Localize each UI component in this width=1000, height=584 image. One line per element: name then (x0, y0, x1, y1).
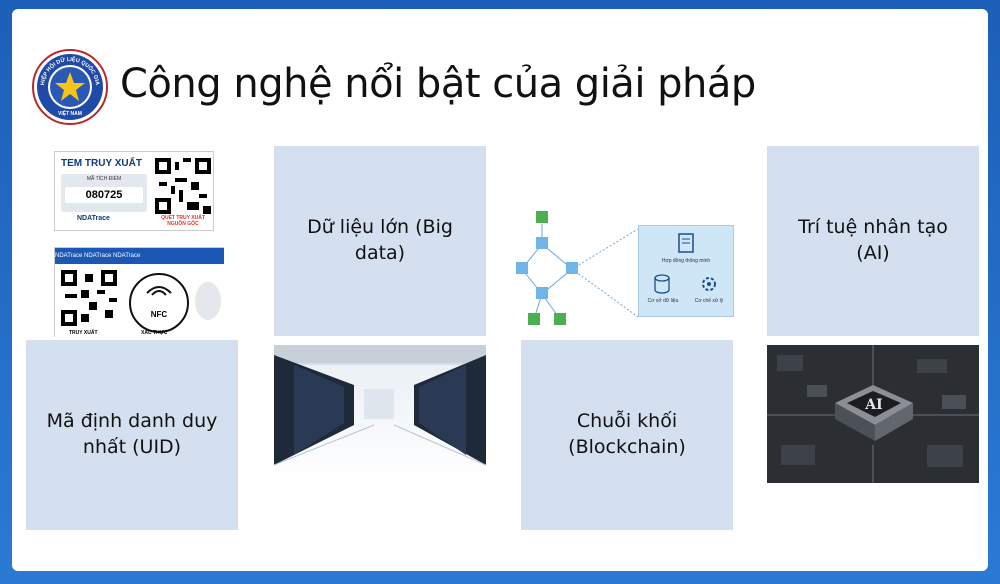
nfc-text: NFC (150, 310, 168, 319)
wifi-icon (146, 286, 172, 296)
logo-bottom-text: VIỆT NAM (58, 109, 82, 117)
ai-panel: Trí tuệ nhân tạo (AI) (767, 146, 979, 336)
tem-brand: NDATrace (77, 215, 110, 222)
traceability-label: TEM TRUY XUẤT MÃ TÍCH ĐIỂM 080725 NDATra… (54, 151, 214, 231)
tem-code-box: MÃ TÍCH ĐIỂM 080725 (61, 174, 147, 212)
uid-panel-label: Mã định danh duy nhất (UID) (46, 410, 218, 458)
database-icon (654, 274, 670, 294)
process-label: Cơ chế xử lý (694, 298, 724, 304)
block-blue (566, 262, 578, 274)
uid-labels-image: TEM TRUY XUẤT MÃ TÍCH ĐIỂM 080725 NDATra… (54, 151, 224, 337)
bigdata-panel: Dữ liệu lớn (Big data) (274, 146, 486, 336)
ai-panel-label: Trí tuệ nhân tạo (AI) (798, 216, 948, 264)
block-green (528, 313, 540, 325)
page-title: Công nghệ nổi bật của giải pháp (120, 61, 756, 107)
slide: HIỆP HỘI DỮ LIỆU QUỐC GIA VIỆT NAM Công … (12, 9, 988, 571)
nfc-band: NDATrace NDATrace NDATrace (55, 248, 224, 264)
tem-small-text: MÃ TÍCH ĐIỂM (86, 176, 122, 182)
gear-icon (702, 277, 716, 291)
block-green (554, 313, 566, 325)
block-blue (536, 287, 548, 299)
nfc-label: NDATrace NDATrace NDATrace NFC TRUY (54, 247, 224, 337)
nfc-icon: NFC (129, 273, 189, 333)
qr-code-icon (155, 158, 211, 214)
caption-right: XÁC THỰC (141, 330, 168, 336)
blockchain-panel: Chuỗi khối (Blockchain) (521, 340, 733, 530)
block-blue (516, 262, 528, 274)
tem-title: TEM TRUY XUẤT (61, 158, 142, 169)
database-label: Cơ sở dữ liệu (647, 298, 679, 304)
ai-chip-image: AI (767, 345, 979, 483)
smart-contract-box: Hợp đồng thông minh Cơ sở dữ liệu Cơ chế… (638, 225, 734, 317)
datacenter-image (274, 345, 486, 483)
blockchain-diagram (516, 211, 639, 325)
association-logo: HIỆP HỘI DỮ LIỆU QUỐC GIA VIỆT NAM (32, 49, 108, 125)
block-blue (536, 237, 548, 249)
tem-caption: QUÉT TRUY XUẤT NGUỒN GỐC (161, 215, 205, 227)
blockchain-panel-label: Chuỗi khối (Blockchain) (568, 410, 686, 458)
tem-code: 080725 (65, 187, 143, 203)
contract-label: Hợp đồng thông minh (661, 258, 711, 264)
ai-chip-text: AI (864, 397, 882, 413)
block-green (536, 211, 548, 223)
nfc-chip-sticker (195, 282, 221, 320)
document-icon (678, 233, 694, 253)
caption-left: TRUY XUẤT (69, 330, 98, 336)
uid-panel: Mã định danh duy nhất (UID) (26, 340, 238, 530)
bigdata-panel-label: Dữ liệu lớn (Big data) (307, 216, 453, 264)
qr-code-icon (61, 270, 117, 326)
